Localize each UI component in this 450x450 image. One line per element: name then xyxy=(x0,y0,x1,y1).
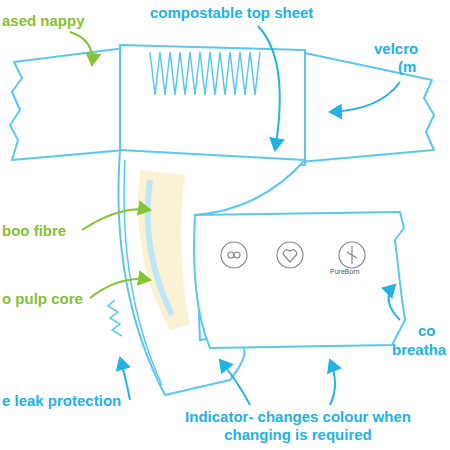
part-label: velcro xyxy=(374,40,418,58)
part-label: breatha xyxy=(392,341,446,359)
part-label: o pulp core xyxy=(2,290,83,308)
part-label: (m xyxy=(398,58,416,76)
part-label: Indicator- changes colour when changing … xyxy=(178,408,418,444)
part-label: boo fibre xyxy=(2,222,66,240)
part-label: compostable top sheet xyxy=(150,4,313,22)
part-label: e leak protection xyxy=(2,392,121,410)
part-label: ased nappy xyxy=(2,12,85,30)
part-label: co xyxy=(418,322,436,340)
part-label: PureBorn xyxy=(330,268,360,276)
